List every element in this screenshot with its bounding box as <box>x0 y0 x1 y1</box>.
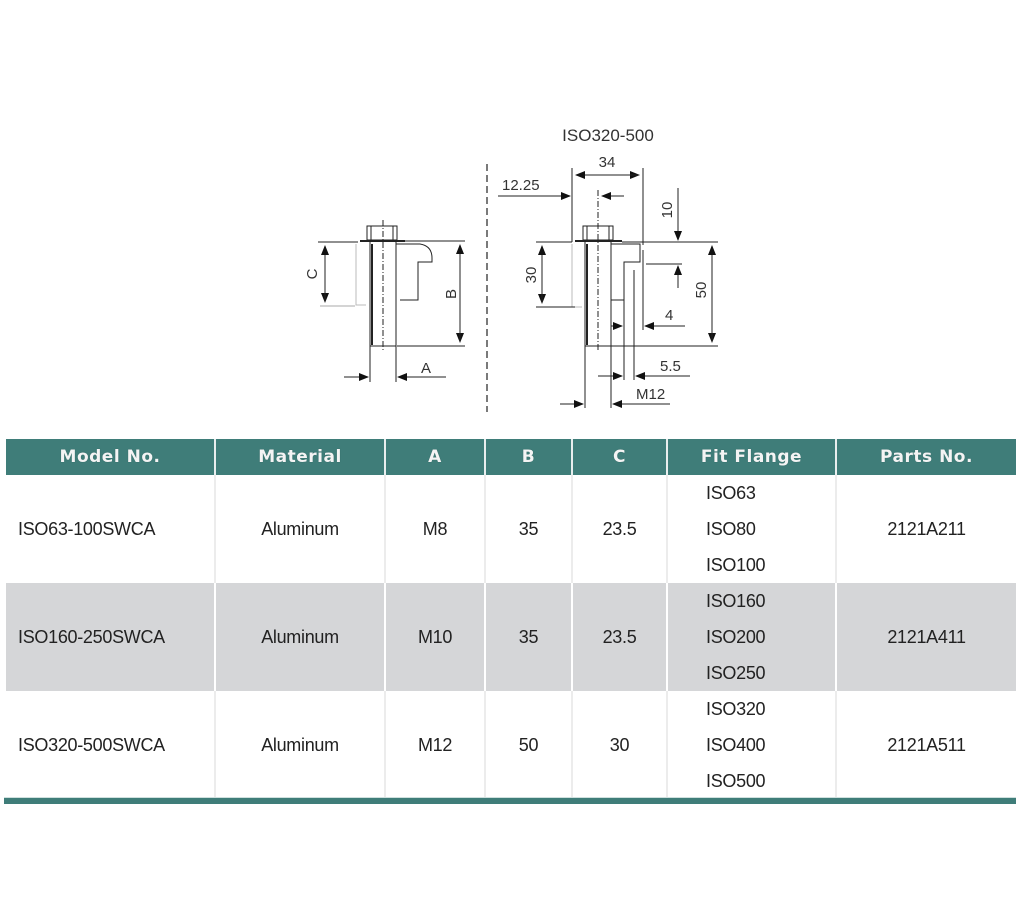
flange-item: ISO80 <box>706 519 756 539</box>
flange-item: ISO100 <box>706 555 766 575</box>
cell-fit-flange: ISO320 ISO400 ISO500 <box>668 691 837 799</box>
cell-model: ISO160-250SWCA <box>6 583 216 691</box>
dim-label-12-25: 12.25 <box>502 177 540 194</box>
cell-a: M10 <box>386 583 486 691</box>
cell-c: 23.5 <box>573 475 668 583</box>
cell-b: 35 <box>486 475 573 583</box>
table-row: ISO63-100SWCA Aluminum M8 35 23.5 ISO63 … <box>6 475 1016 583</box>
cell-material: Aluminum <box>216 475 386 583</box>
flange-item: ISO63 <box>706 483 756 503</box>
cell-model: ISO63-100SWCA <box>6 475 216 583</box>
header-fit-flange: Fit Flange <box>668 439 837 475</box>
header-parts-no: Parts No. <box>837 439 1016 475</box>
header-model-no: Model No. <box>6 439 216 475</box>
cell-model: ISO320-500SWCA <box>6 691 216 799</box>
flange-item: ISO160 <box>706 591 766 611</box>
flange-item: ISO400 <box>706 735 766 755</box>
right-view-title: ISO320-500 <box>562 126 654 145</box>
dim-label-a: A <box>421 360 431 377</box>
dim-label-30: 30 <box>523 267 540 284</box>
flange-item: ISO320 <box>706 699 766 719</box>
cell-c: 30 <box>573 691 668 799</box>
dim-label-4: 4 <box>665 307 673 324</box>
flange-item: ISO250 <box>706 663 766 683</box>
table-bottom-bar <box>4 797 1016 804</box>
header-a: A <box>386 439 486 475</box>
cell-b: 35 <box>486 583 573 691</box>
cell-parts-no: 2121A511 <box>887 734 966 755</box>
cell-material: Aluminum <box>216 583 386 691</box>
cell-parts-no: 2121A211 <box>887 518 966 539</box>
table-row: ISO160-250SWCA Aluminum M10 35 23.5 ISO1… <box>6 583 1016 691</box>
technical-drawing: C B A ISO320-500 <box>0 0 1024 420</box>
dim-label-10: 10 <box>659 202 676 219</box>
header-c: C <box>573 439 668 475</box>
table-row: ISO320-500SWCA Aluminum M12 50 30 ISO320… <box>6 691 1016 799</box>
header-material: Material <box>216 439 386 475</box>
header-b: B <box>486 439 573 475</box>
flange-item: ISO200 <box>706 627 766 647</box>
dim-label-b: B <box>443 289 460 299</box>
cell-a: M12 <box>386 691 486 799</box>
cell-material: Aluminum <box>216 691 386 799</box>
flange-item: ISO500 <box>706 771 766 791</box>
table-header-row: Model No. Material A B C Fit Flange Part… <box>6 439 1016 475</box>
cell-fit-flange: ISO63 ISO80 ISO100 <box>668 475 837 583</box>
cell-b: 50 <box>486 691 573 799</box>
dim-label-34: 34 <box>599 154 616 171</box>
cell-fit-flange: ISO160 ISO200 ISO250 <box>668 583 837 691</box>
cell-a: M8 <box>386 475 486 583</box>
right-view-drawing <box>498 168 718 408</box>
specification-table: Model No. Material A B C Fit Flange Part… <box>6 439 1016 799</box>
dim-label-m12: M12 <box>636 386 665 403</box>
dim-label-c: C <box>304 268 321 279</box>
cell-c: 23.5 <box>573 583 668 691</box>
left-view-drawing <box>318 220 465 382</box>
cell-parts-no: 2121A411 <box>837 583 1016 691</box>
dim-label-5-5: 5.5 <box>660 358 681 375</box>
dim-label-50: 50 <box>693 282 710 299</box>
